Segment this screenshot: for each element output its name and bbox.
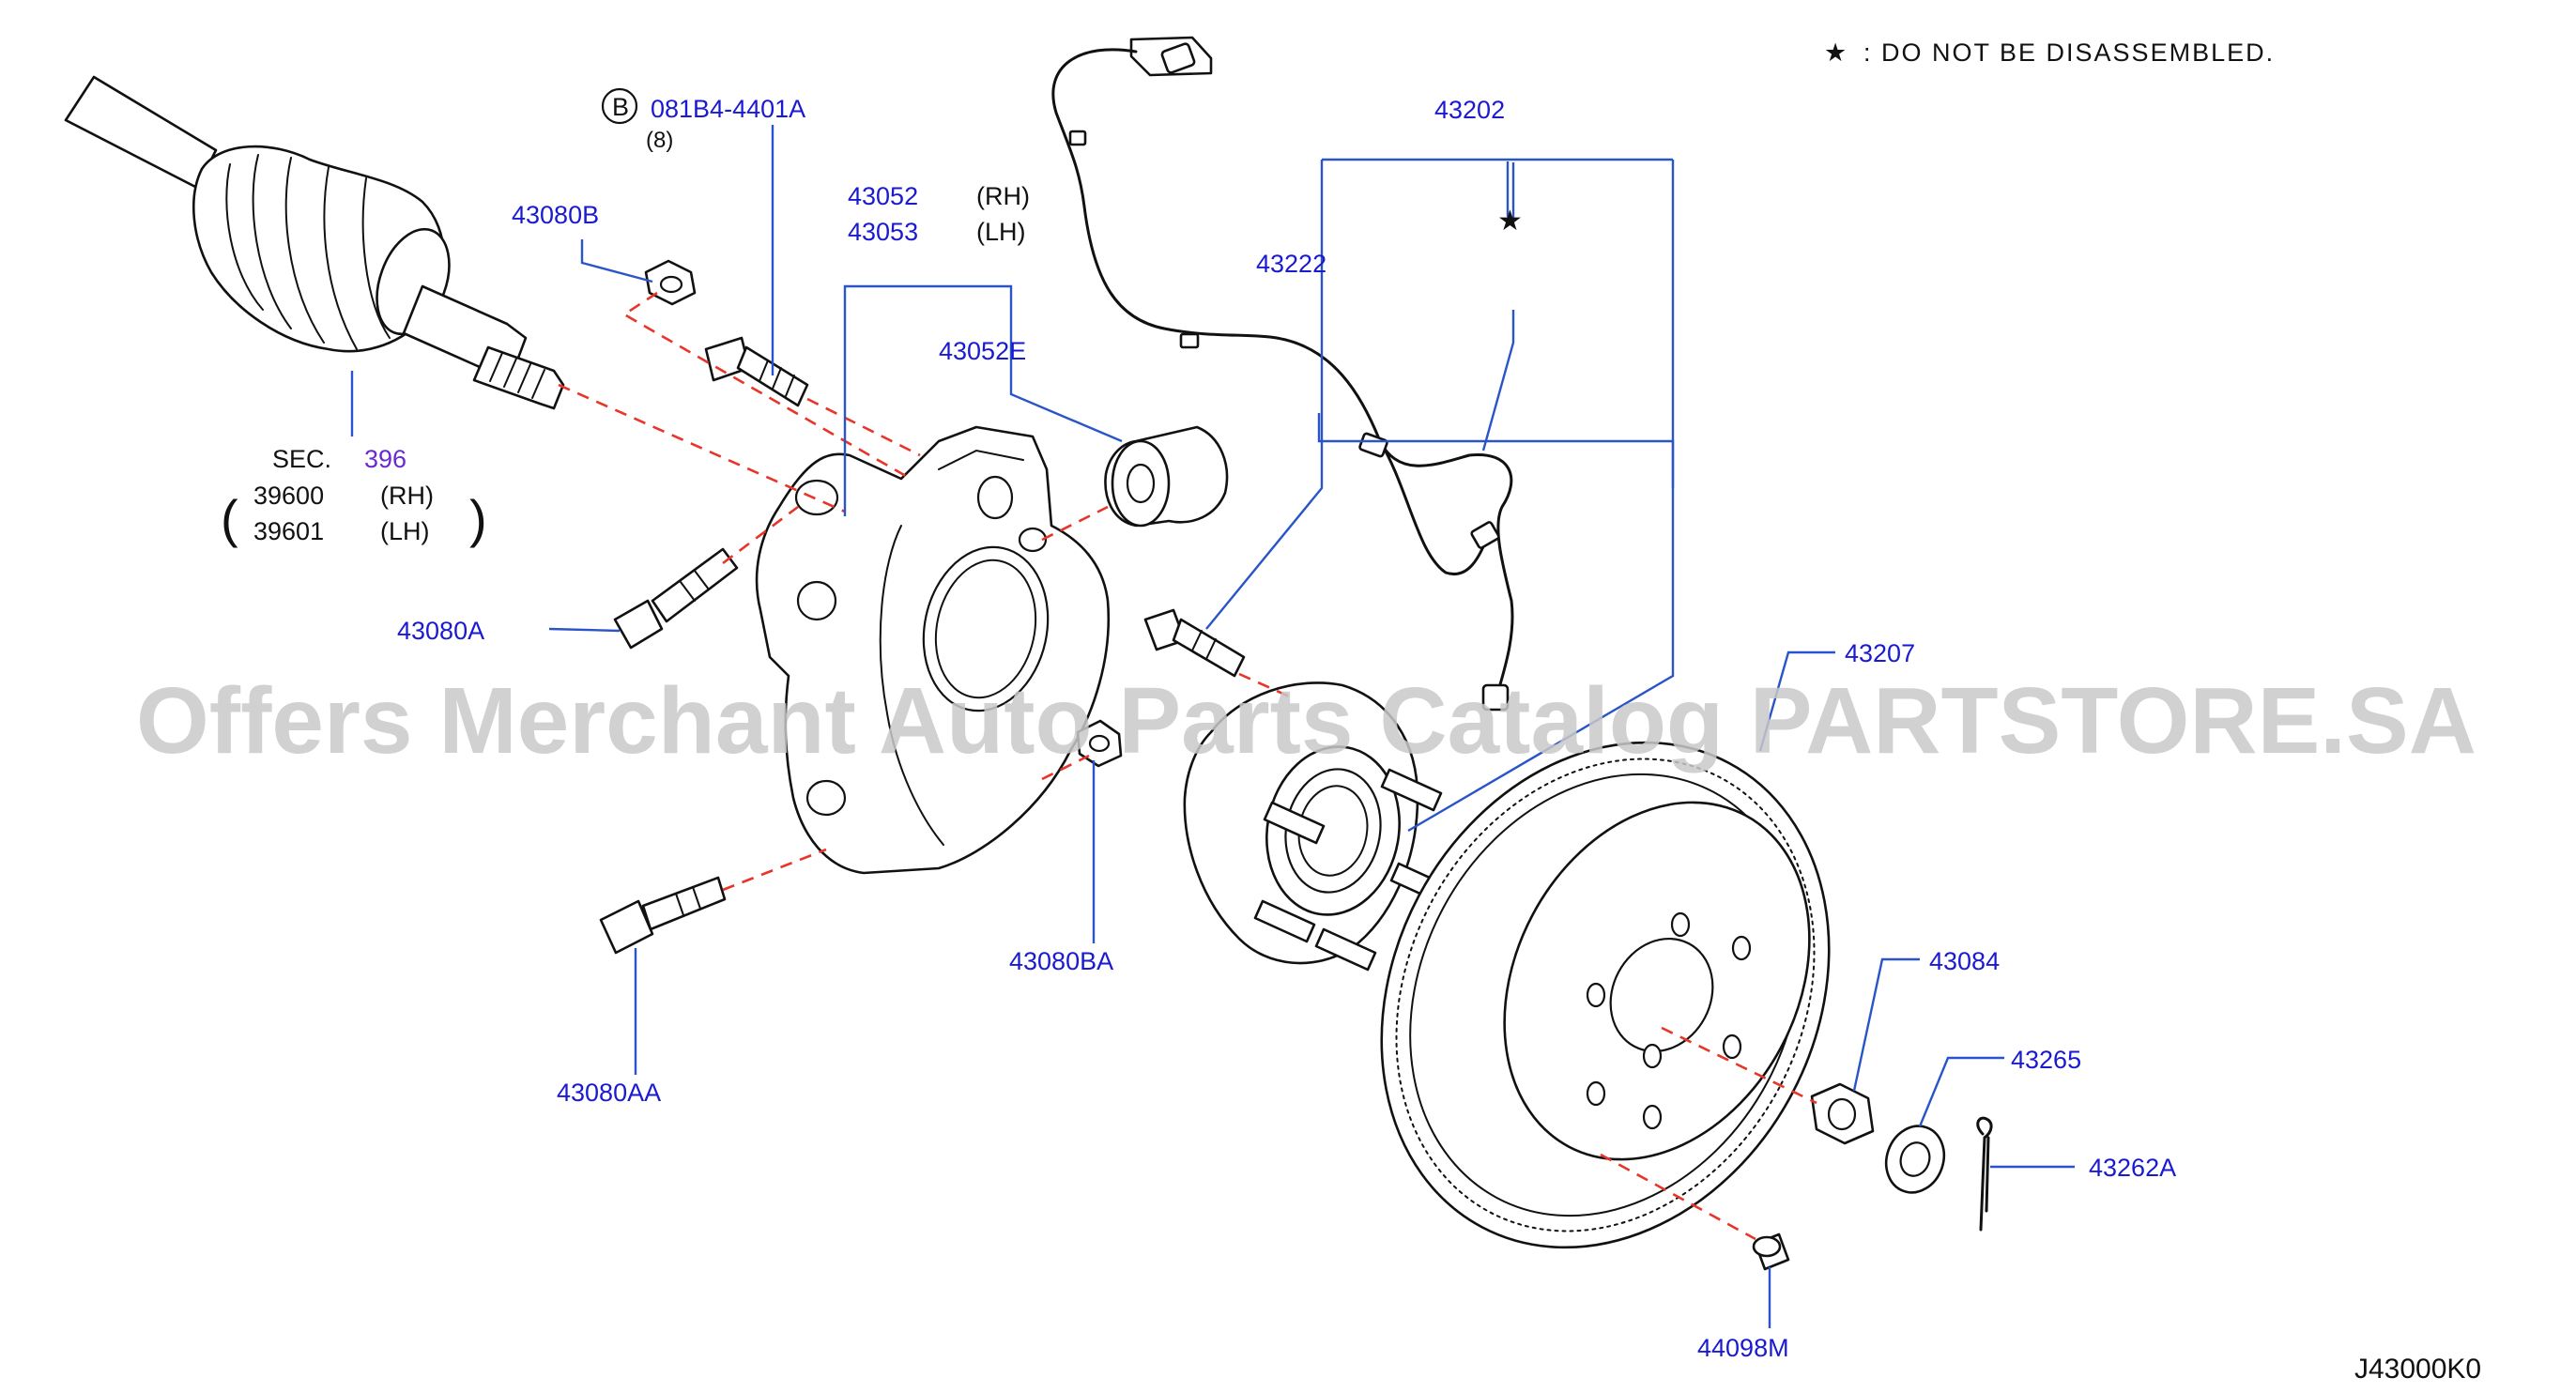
- label-bolt-qty: (8): [646, 128, 673, 153]
- label-43080BA[interactable]: 43080BA: [1009, 947, 1113, 975]
- nut-43080BA[interactable]: [1076, 719, 1123, 768]
- label-sec-396[interactable]: 396: [364, 445, 406, 473]
- brake-rotor[interactable]: [1296, 664, 1915, 1326]
- label-43080A[interactable]: 43080A: [397, 617, 484, 645]
- label-43222[interactable]: 43222: [1256, 250, 1326, 278]
- label-43207[interactable]: 43207: [1845, 639, 1915, 667]
- nut-43084[interactable]: [1810, 1082, 1875, 1145]
- diagram-code: J43000K0: [2354, 1354, 2481, 1385]
- label-39600: 39600: [253, 482, 324, 510]
- hub-stud: [1380, 768, 1443, 812]
- label-43052E[interactable]: 43052E: [939, 337, 1026, 365]
- bolt-b-circle-icon: [601, 87, 638, 125]
- label-43084[interactable]: 43084: [1929, 947, 2000, 975]
- watermark-text: Offers Merchant Auto Parts Catalog PARTS…: [136, 668, 2476, 773]
- star-43202-icon: ★: [1497, 206, 1523, 237]
- alignment-lines: [558, 291, 1817, 1241]
- label-43202[interactable]: 43202: [1434, 96, 1505, 124]
- label-39601: 39601: [253, 517, 324, 545]
- abs-sensor-harness[interactable]: [1051, 36, 1514, 712]
- nut-43080B[interactable]: [644, 259, 697, 306]
- label-43052[interactable]: 43052: [848, 182, 918, 210]
- hub-stud: [1314, 927, 1377, 972]
- note-text: : DO NOT BE DISASSEMBLED.: [1863, 38, 2275, 67]
- left-paren-icon: (: [221, 489, 238, 548]
- label-43053-side: (LH): [976, 218, 1026, 246]
- label-43265[interactable]: 43265: [2011, 1046, 2081, 1074]
- wheel-hub-assembly[interactable]: [1183, 681, 1452, 972]
- hub-stud: [1253, 899, 1316, 943]
- bolt-b-callout[interactable]: B 081B4-4401A (8): [601, 87, 805, 153]
- label-43080B[interactable]: 43080B: [512, 201, 599, 229]
- cotter-pin-43262A[interactable]: [1976, 1116, 1993, 1232]
- label-39600-side: (RH): [380, 482, 434, 510]
- hub-stud: [1263, 801, 1326, 845]
- note-legend: ★ : DO NOT BE DISASSEMBLED.: [1824, 38, 2275, 67]
- bolt-43080A[interactable]: [613, 547, 739, 650]
- label-43053[interactable]: 43053: [848, 218, 918, 246]
- label-43080AA[interactable]: 43080AA: [557, 1079, 661, 1107]
- label-44098M[interactable]: 44098M: [1697, 1334, 1789, 1362]
- bolt-b-symbol: B: [612, 93, 629, 121]
- right-paren-icon: ): [469, 489, 487, 548]
- label-43262A[interactable]: 43262A: [2089, 1154, 2176, 1182]
- bolt-43080AA[interactable]: [599, 876, 727, 955]
- star-symbol: ★: [1824, 38, 1848, 67]
- section-reference[interactable]: SEC. 396 ( ) 39600 (RH) 39601 (LH): [221, 445, 487, 548]
- label-39601-side: (LH): [380, 517, 430, 545]
- leader-lines: [350, 125, 2075, 1328]
- bolt-081B4-4401A[interactable]: [704, 336, 809, 407]
- bolt-43222[interactable]: [1143, 608, 1246, 678]
- drive-shaft[interactable]: [64, 75, 565, 410]
- knuckle-bushing[interactable]: [1104, 425, 1229, 528]
- label-sec-prefix: SEC.: [272, 445, 331, 473]
- steering-knuckle[interactable]: [755, 425, 1110, 875]
- label-43052-side: (RH): [976, 182, 1030, 210]
- nut-cap-43265[interactable]: [1877, 1118, 1953, 1201]
- plug-44098M[interactable]: [1752, 1232, 1790, 1271]
- label-081B4-4401A[interactable]: 081B4-4401A: [651, 95, 805, 123]
